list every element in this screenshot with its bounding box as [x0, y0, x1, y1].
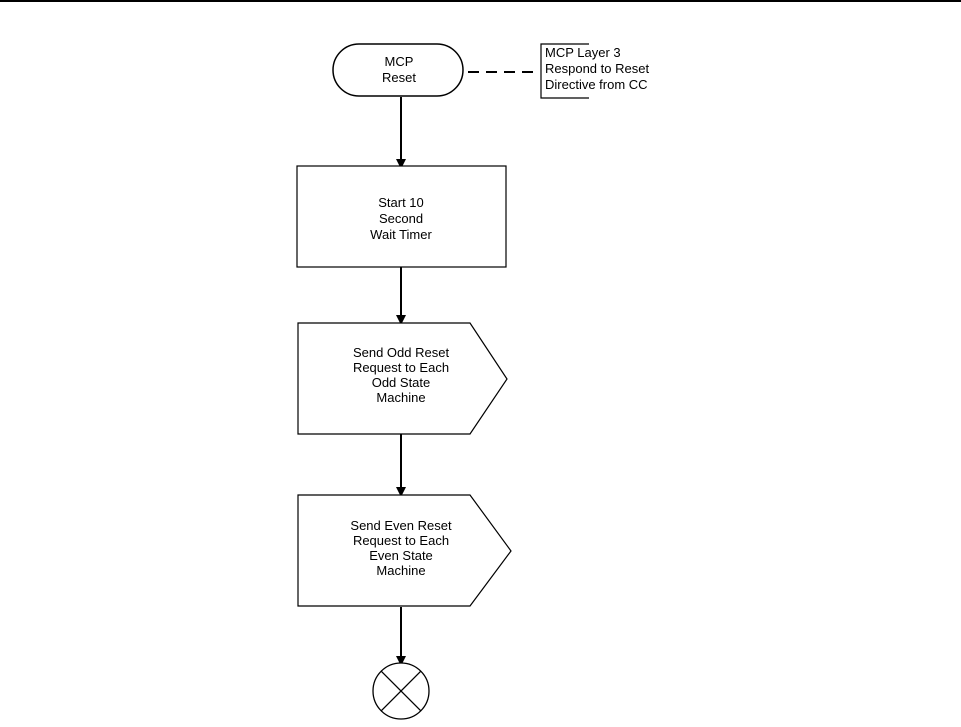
step1-box	[296, 165, 507, 268]
annotation-bracket	[540, 43, 589, 99]
annotation-line2: Respond to Reset	[545, 61, 649, 76]
step3-shape	[297, 494, 512, 607]
step2-line4: Machine	[376, 390, 425, 405]
end-terminal-icon	[372, 662, 430, 720]
step2-line1: Send Odd Reset	[353, 345, 450, 360]
step1-line1: Start 10	[378, 195, 424, 210]
start-terminator: MCP Reset	[332, 43, 464, 97]
annotation-line1: MCP Layer 3	[545, 45, 621, 60]
step2-send-signal: Send Odd Reset Request to Each Odd State…	[297, 322, 508, 435]
step2-shape	[297, 322, 508, 435]
annotation-line3: Directive from CC	[545, 77, 648, 92]
step2-line2: Request to Each	[353, 360, 449, 375]
step3-line4: Machine	[376, 563, 425, 578]
step3-send-signal: Send Even Reset Request to Each Even Sta…	[297, 494, 512, 607]
top-rule	[0, 0, 961, 2]
step3-line3: Even State	[369, 548, 433, 563]
step3-line2: Request to Each	[353, 533, 449, 548]
end-terminal-cross-b	[380, 670, 422, 712]
start-label-line1: MCP	[385, 54, 414, 69]
step1-line2: Second	[379, 211, 423, 226]
start-label-line2: Reset	[382, 70, 416, 85]
start-terminator-shape	[332, 43, 464, 97]
step1-line3: Wait Timer	[370, 227, 432, 242]
step3-line1: Send Even Reset	[350, 518, 452, 533]
step1-process: Start 10 Second Wait Timer	[296, 165, 507, 268]
step2-line3: Odd State	[372, 375, 431, 390]
